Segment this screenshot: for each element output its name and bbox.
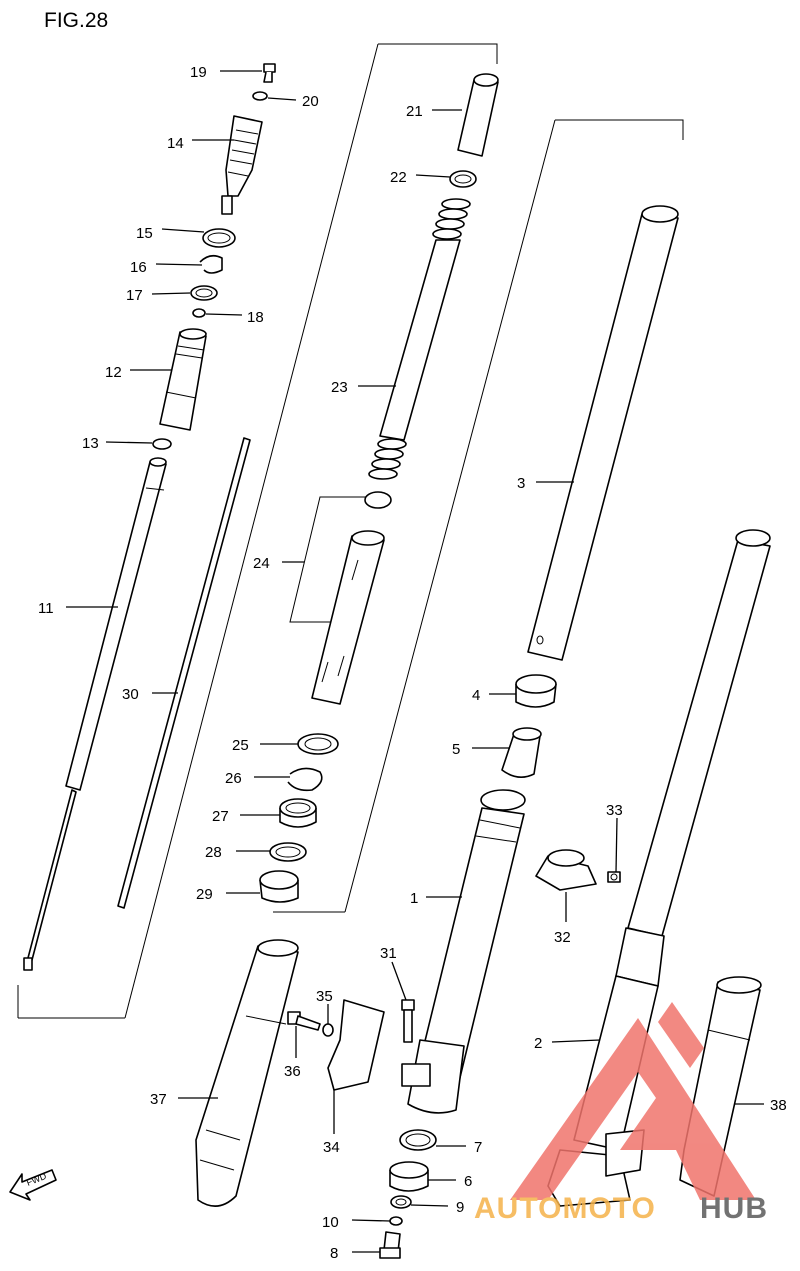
label-23: 23 [331, 379, 348, 396]
label-2: 2 [534, 1035, 542, 1052]
label-24: 24 [253, 555, 270, 572]
label-29: 29 [196, 886, 213, 903]
part-9-washer [390, 1195, 412, 1209]
part-10-oring [389, 1216, 403, 1226]
label-19: 19 [190, 64, 207, 81]
part-36-bolt [287, 1011, 321, 1031]
part-17-washer [190, 285, 218, 301]
part-15-ring [202, 228, 236, 248]
label-7: 7 [474, 1139, 482, 1156]
fwd-arrow-icon: FWD [9, 1169, 57, 1201]
label-30: 30 [122, 686, 139, 703]
label-17: 17 [126, 287, 143, 304]
label-35: 35 [316, 988, 333, 1005]
label-6: 6 [464, 1173, 472, 1190]
label-20: 20 [302, 93, 319, 110]
label-9: 9 [456, 1199, 464, 1216]
label-4: 4 [472, 687, 480, 704]
label-18: 18 [247, 309, 264, 326]
part-32-clamp [535, 849, 597, 891]
label-37: 37 [150, 1091, 167, 1108]
watermark-text-primary: AUTOMOTO [474, 1192, 656, 1225]
part-24-cylinder [311, 491, 392, 705]
label-32: 32 [554, 929, 571, 946]
label-5: 5 [452, 741, 460, 758]
part-1-outer-tube [401, 789, 526, 1114]
part-19-screw [263, 63, 276, 83]
label-33: 33 [606, 802, 623, 819]
label-34: 34 [323, 1139, 340, 1156]
part-11-damper-rod [23, 457, 167, 971]
part-18-oring [192, 308, 206, 318]
part-30-rod [117, 437, 251, 909]
watermark-logo: AUTOMOTO HUB [474, 1002, 768, 1225]
part-25-seal [297, 733, 339, 755]
part-27-oil-seal [279, 798, 317, 828]
group-outline-left [17, 43, 498, 1019]
watermark-triangle-icon [510, 1002, 756, 1200]
part-31-bolt [401, 999, 415, 1043]
label-27: 27 [212, 808, 229, 825]
label-1: 1 [410, 890, 418, 907]
label-15: 15 [136, 225, 153, 242]
label-21: 21 [406, 103, 423, 120]
label-25: 25 [232, 737, 249, 754]
part-20-washer [252, 91, 268, 101]
part-6-nut [389, 1161, 429, 1192]
label-11: 11 [38, 600, 54, 617]
label-10: 10 [322, 1214, 339, 1231]
label-38: 38 [770, 1097, 787, 1114]
watermark-text-secondary: HUB [700, 1192, 768, 1225]
part-14-valve-assembly [221, 115, 263, 215]
part-26-circlip [287, 767, 323, 792]
part-21-spacer-tube [457, 73, 499, 157]
label-31: 31 [380, 945, 397, 962]
label-22: 22 [390, 169, 407, 186]
part-8-drain-bolt [379, 1231, 401, 1259]
part-34-bracket [327, 999, 385, 1091]
figure-title: FIG.28 [44, 9, 108, 32]
part-12-cylinder [159, 328, 207, 431]
part-3-inner-tube [527, 205, 679, 661]
leader-lines [66, 70, 764, 1253]
part-35-washer [322, 1023, 334, 1037]
label-36: 36 [284, 1063, 301, 1080]
group-outline-inner [273, 119, 684, 913]
part-29-bushing [259, 870, 299, 903]
group-bracket-24 [289, 496, 370, 623]
label-12: 12 [105, 364, 122, 381]
label-26: 26 [225, 770, 242, 787]
label-13: 13 [82, 435, 99, 452]
part-37-fork-guard [195, 939, 299, 1207]
part-16-clip [199, 254, 223, 274]
part-4-slide-bushing [515, 674, 557, 708]
part-28-washer [269, 842, 307, 862]
label-16: 16 [130, 259, 147, 276]
label-14: 14 [167, 135, 184, 152]
part-33-bolt [607, 871, 621, 883]
part-13-oring [152, 438, 172, 450]
label-8: 8 [330, 1245, 338, 1262]
part-23-spring [368, 198, 471, 480]
label-3: 3 [517, 475, 525, 492]
part-7-gasket [399, 1129, 437, 1151]
part-5-guide-bushing [501, 727, 542, 778]
part-labels: 19 20 14 15 16 17 18 12 13 11 30 21 22 2… [38, 64, 787, 1262]
label-28: 28 [205, 844, 222, 861]
part-22-washer [449, 170, 477, 188]
